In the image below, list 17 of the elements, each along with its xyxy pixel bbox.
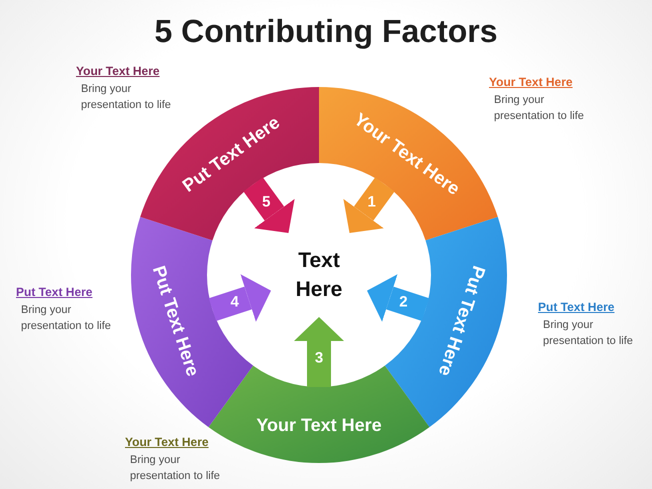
arrow bbox=[294, 317, 344, 387]
title: 5 Contributing Factors bbox=[153, 12, 499, 50]
segment-text: Put Text Here bbox=[148, 263, 204, 380]
center-text: Text Here bbox=[294, 248, 344, 303]
note-heading: Your Text Here bbox=[489, 75, 573, 90]
note-text: Bring your presentation to life bbox=[130, 453, 221, 484]
note-heading: Put Text Here bbox=[538, 300, 614, 315]
note-heading: Your Text Here bbox=[125, 435, 209, 450]
segment-text: Put Text Here bbox=[433, 263, 490, 380]
note-text: Bring your presentation to life bbox=[494, 93, 585, 124]
note-text: Bring your presentation to life bbox=[543, 318, 634, 349]
note-text: Bring your presentation to life bbox=[81, 82, 172, 113]
note-heading: Put Text Here bbox=[16, 285, 92, 300]
note-heading: Your Text Here bbox=[76, 64, 160, 79]
note-text: Bring your presentation to life bbox=[21, 303, 112, 334]
segment-text: Your Text Here bbox=[256, 414, 382, 436]
segment-text: Put Text Here bbox=[178, 111, 284, 196]
